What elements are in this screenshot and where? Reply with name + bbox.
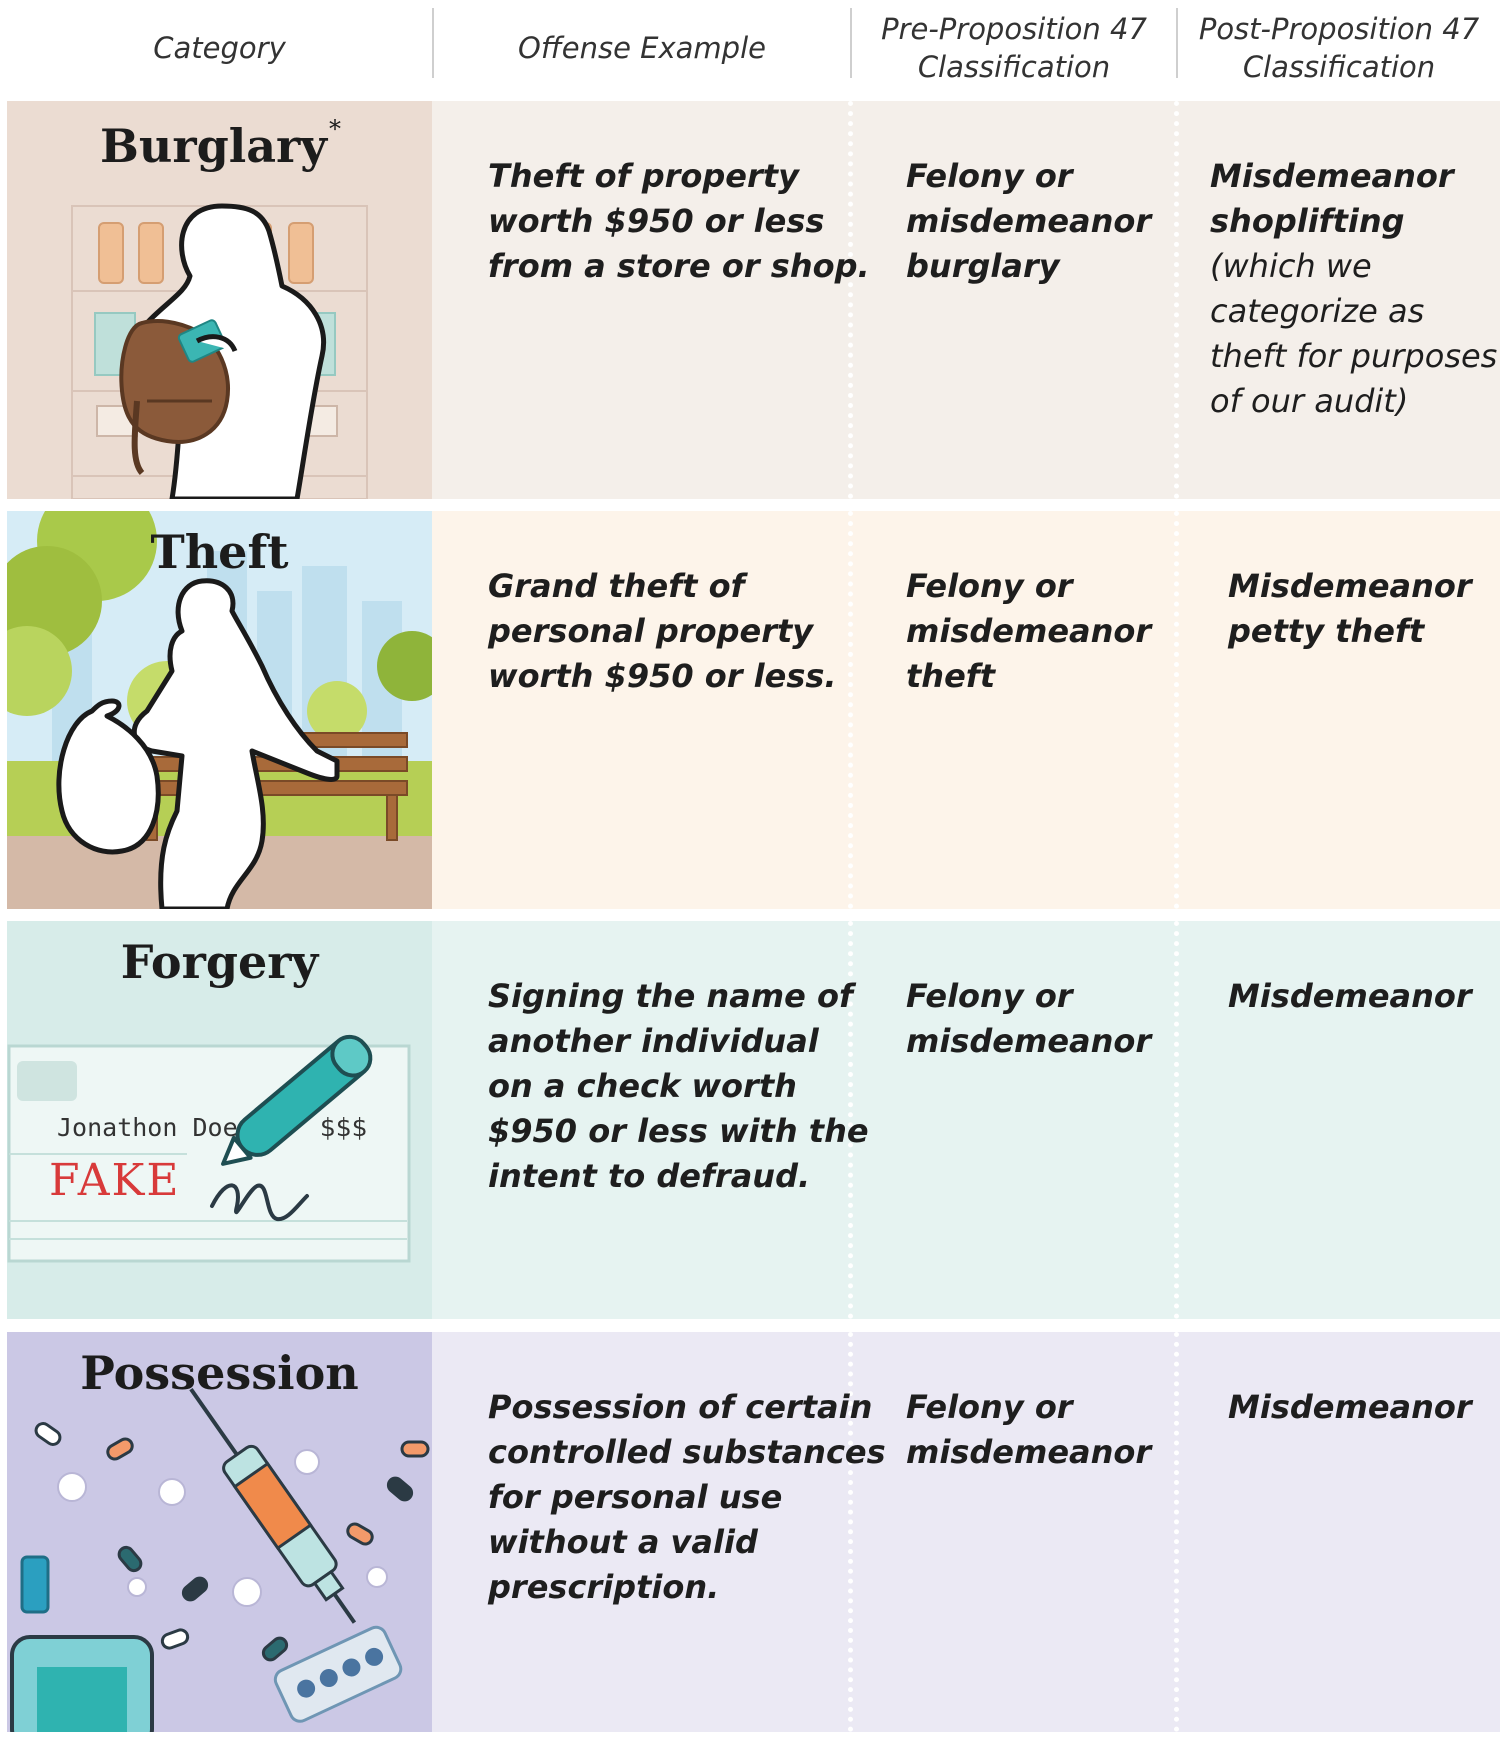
theft-illustration-cell: Theft (7, 511, 432, 909)
forgery-illustration-cell: Jonathon Doe $$$ FAKE Forgery (7, 921, 432, 1319)
possession-pre-classification: Felony or misdemeanor (906, 1385, 1151, 1475)
pills-and-syringe-icon (7, 1332, 432, 1732)
burglary-illustration-cell: Burglary* (7, 101, 432, 499)
header-pre-line1: Pre-Proposition 47 (881, 12, 1147, 47)
text-line: Possession of certain (488, 1388, 873, 1426)
text-line: of our audit) (1210, 382, 1409, 420)
header-offense-label: Offense Example (518, 31, 766, 66)
check-payee-name: Jonathon Doe (57, 1113, 238, 1142)
theft-pre-classification: Felony or misdemeanor theft (906, 564, 1151, 699)
text-line: controlled substances (488, 1433, 886, 1471)
text-line: Misdemeanor (1228, 567, 1472, 605)
header-category: Category (7, 0, 432, 98)
text-line: Felony or (906, 977, 1073, 1015)
theft-title-text: Theft (150, 525, 289, 579)
text-line: misdemeanor (906, 1022, 1152, 1060)
text-line: for personal use (488, 1478, 783, 1516)
burglary-footnote-mark: * (328, 115, 341, 143)
forgery-text-area: Signing the name of another individual o… (432, 921, 1500, 1319)
header-category-label: Category (153, 31, 286, 66)
text-line: Misdemeanor (1228, 977, 1472, 1015)
header-divider (1176, 8, 1178, 78)
possession-text-area: Possession of certain controlled substan… (432, 1332, 1500, 1732)
text-line: Theft of property (488, 157, 799, 195)
text-line: Felony or (906, 567, 1073, 605)
text-line: $950 or less with the (488, 1112, 869, 1150)
header-post-line2: Classification (1242, 50, 1436, 84)
header-divider (850, 8, 852, 78)
category-title-theft: Theft (7, 525, 432, 579)
possession-title-text: Possession (80, 1346, 359, 1400)
header-pre-classification: Pre-Proposition 47 Classification (852, 0, 1176, 98)
burglary-text-area: Theft of property worth $950 or less fro… (432, 101, 1500, 499)
header-offense-example: Offense Example (434, 0, 850, 98)
column-divider (1174, 511, 1179, 909)
header-divider (432, 8, 434, 78)
theft-text-area: Grand theft of personal property worth $… (432, 511, 1500, 909)
category-title-burglary: Burglary* (7, 115, 432, 173)
category-title-possession: Possession (7, 1346, 432, 1400)
text-line: petty theft (1228, 612, 1425, 650)
text-line: prescription. (488, 1568, 720, 1606)
text-line: theft for purposes (1210, 337, 1498, 375)
text-line: shoplifting (1210, 202, 1405, 240)
category-title-forgery: Forgery (7, 935, 432, 989)
text-line: categorize as (1210, 292, 1425, 330)
forgery-post-classification: Misdemeanor (1228, 974, 1472, 1019)
fake-stamp: FAKE (49, 1155, 181, 1206)
forgery-offense-example: Signing the name of another individual o… (488, 974, 869, 1199)
column-divider (1174, 1332, 1179, 1732)
shoplifter-with-backpack-icon (7, 101, 432, 499)
header-pre-line2: Classification (917, 50, 1111, 84)
text-line: Misdemeanor (1228, 1388, 1472, 1426)
text-line: Misdemeanor (1210, 157, 1454, 195)
text-line: (which we (1210, 247, 1372, 285)
theft-offense-example: Grand theft of personal property worth $… (488, 564, 837, 699)
text-line: Grand theft of (488, 567, 745, 605)
table-header: Category Offense Example Pre-Proposition… (0, 0, 1500, 98)
table-row-theft: Theft Grand theft of personal property w… (0, 511, 1500, 909)
forged-check-with-pen-icon (7, 921, 432, 1319)
forgery-title-text: Forgery (120, 935, 319, 989)
forgery-pre-classification: Felony or misdemeanor (906, 974, 1151, 1064)
text-line: without a valid (488, 1523, 758, 1561)
text-line: misdemeanor (906, 1433, 1152, 1471)
text-line: worth $950 or less (488, 202, 825, 240)
check-amount: $$$ (320, 1113, 368, 1142)
table-row-forgery: Jonathon Doe $$$ FAKE Forgery Signing th… (0, 921, 1500, 1319)
text-line: intent to defraud. (488, 1157, 811, 1195)
thief-running-with-bag-icon (7, 511, 432, 909)
text-line: burglary (906, 247, 1060, 285)
header-post-line1: Post-Proposition 47 (1198, 12, 1480, 47)
column-divider (1174, 921, 1179, 1319)
burglary-offense-example: Theft of property worth $950 or less fro… (488, 154, 870, 289)
possession-post-classification: Misdemeanor (1228, 1385, 1472, 1430)
theft-post-classification: Misdemeanor petty theft (1228, 564, 1472, 654)
column-divider (848, 1332, 853, 1732)
column-divider (848, 921, 853, 1319)
possession-illustration-cell: Possession (7, 1332, 432, 1732)
burglary-title-text: Burglary (100, 119, 327, 173)
text-line: Signing the name of (488, 977, 853, 1015)
text-line: on a check worth (488, 1067, 797, 1105)
header-post-classification: Post-Proposition 47 Classification (1178, 0, 1500, 98)
text-line: theft (906, 657, 995, 695)
burglary-pre-classification: Felony or misdemeanor burglary (906, 154, 1151, 289)
table-row-possession: Possession Possession of certain control… (0, 1332, 1500, 1732)
possession-offense-example: Possession of certain controlled substan… (488, 1385, 886, 1610)
text-line: Felony or (906, 1388, 1073, 1426)
burglary-post-classification: Misdemeanor shoplifting (which we catego… (1210, 154, 1497, 424)
text-line: another individual (488, 1022, 819, 1060)
text-line: worth $950 or less. (488, 657, 837, 695)
text-line: misdemeanor (906, 202, 1152, 240)
text-line: from a store or shop. (488, 247, 870, 285)
column-divider (848, 101, 853, 499)
text-line: Felony or (906, 157, 1073, 195)
table-row-burglary: Burglary* Theft of property worth $950 o… (0, 101, 1500, 499)
column-divider (848, 511, 853, 909)
column-divider (1174, 101, 1179, 499)
text-line: misdemeanor (906, 612, 1152, 650)
text-line: personal property (488, 612, 814, 650)
